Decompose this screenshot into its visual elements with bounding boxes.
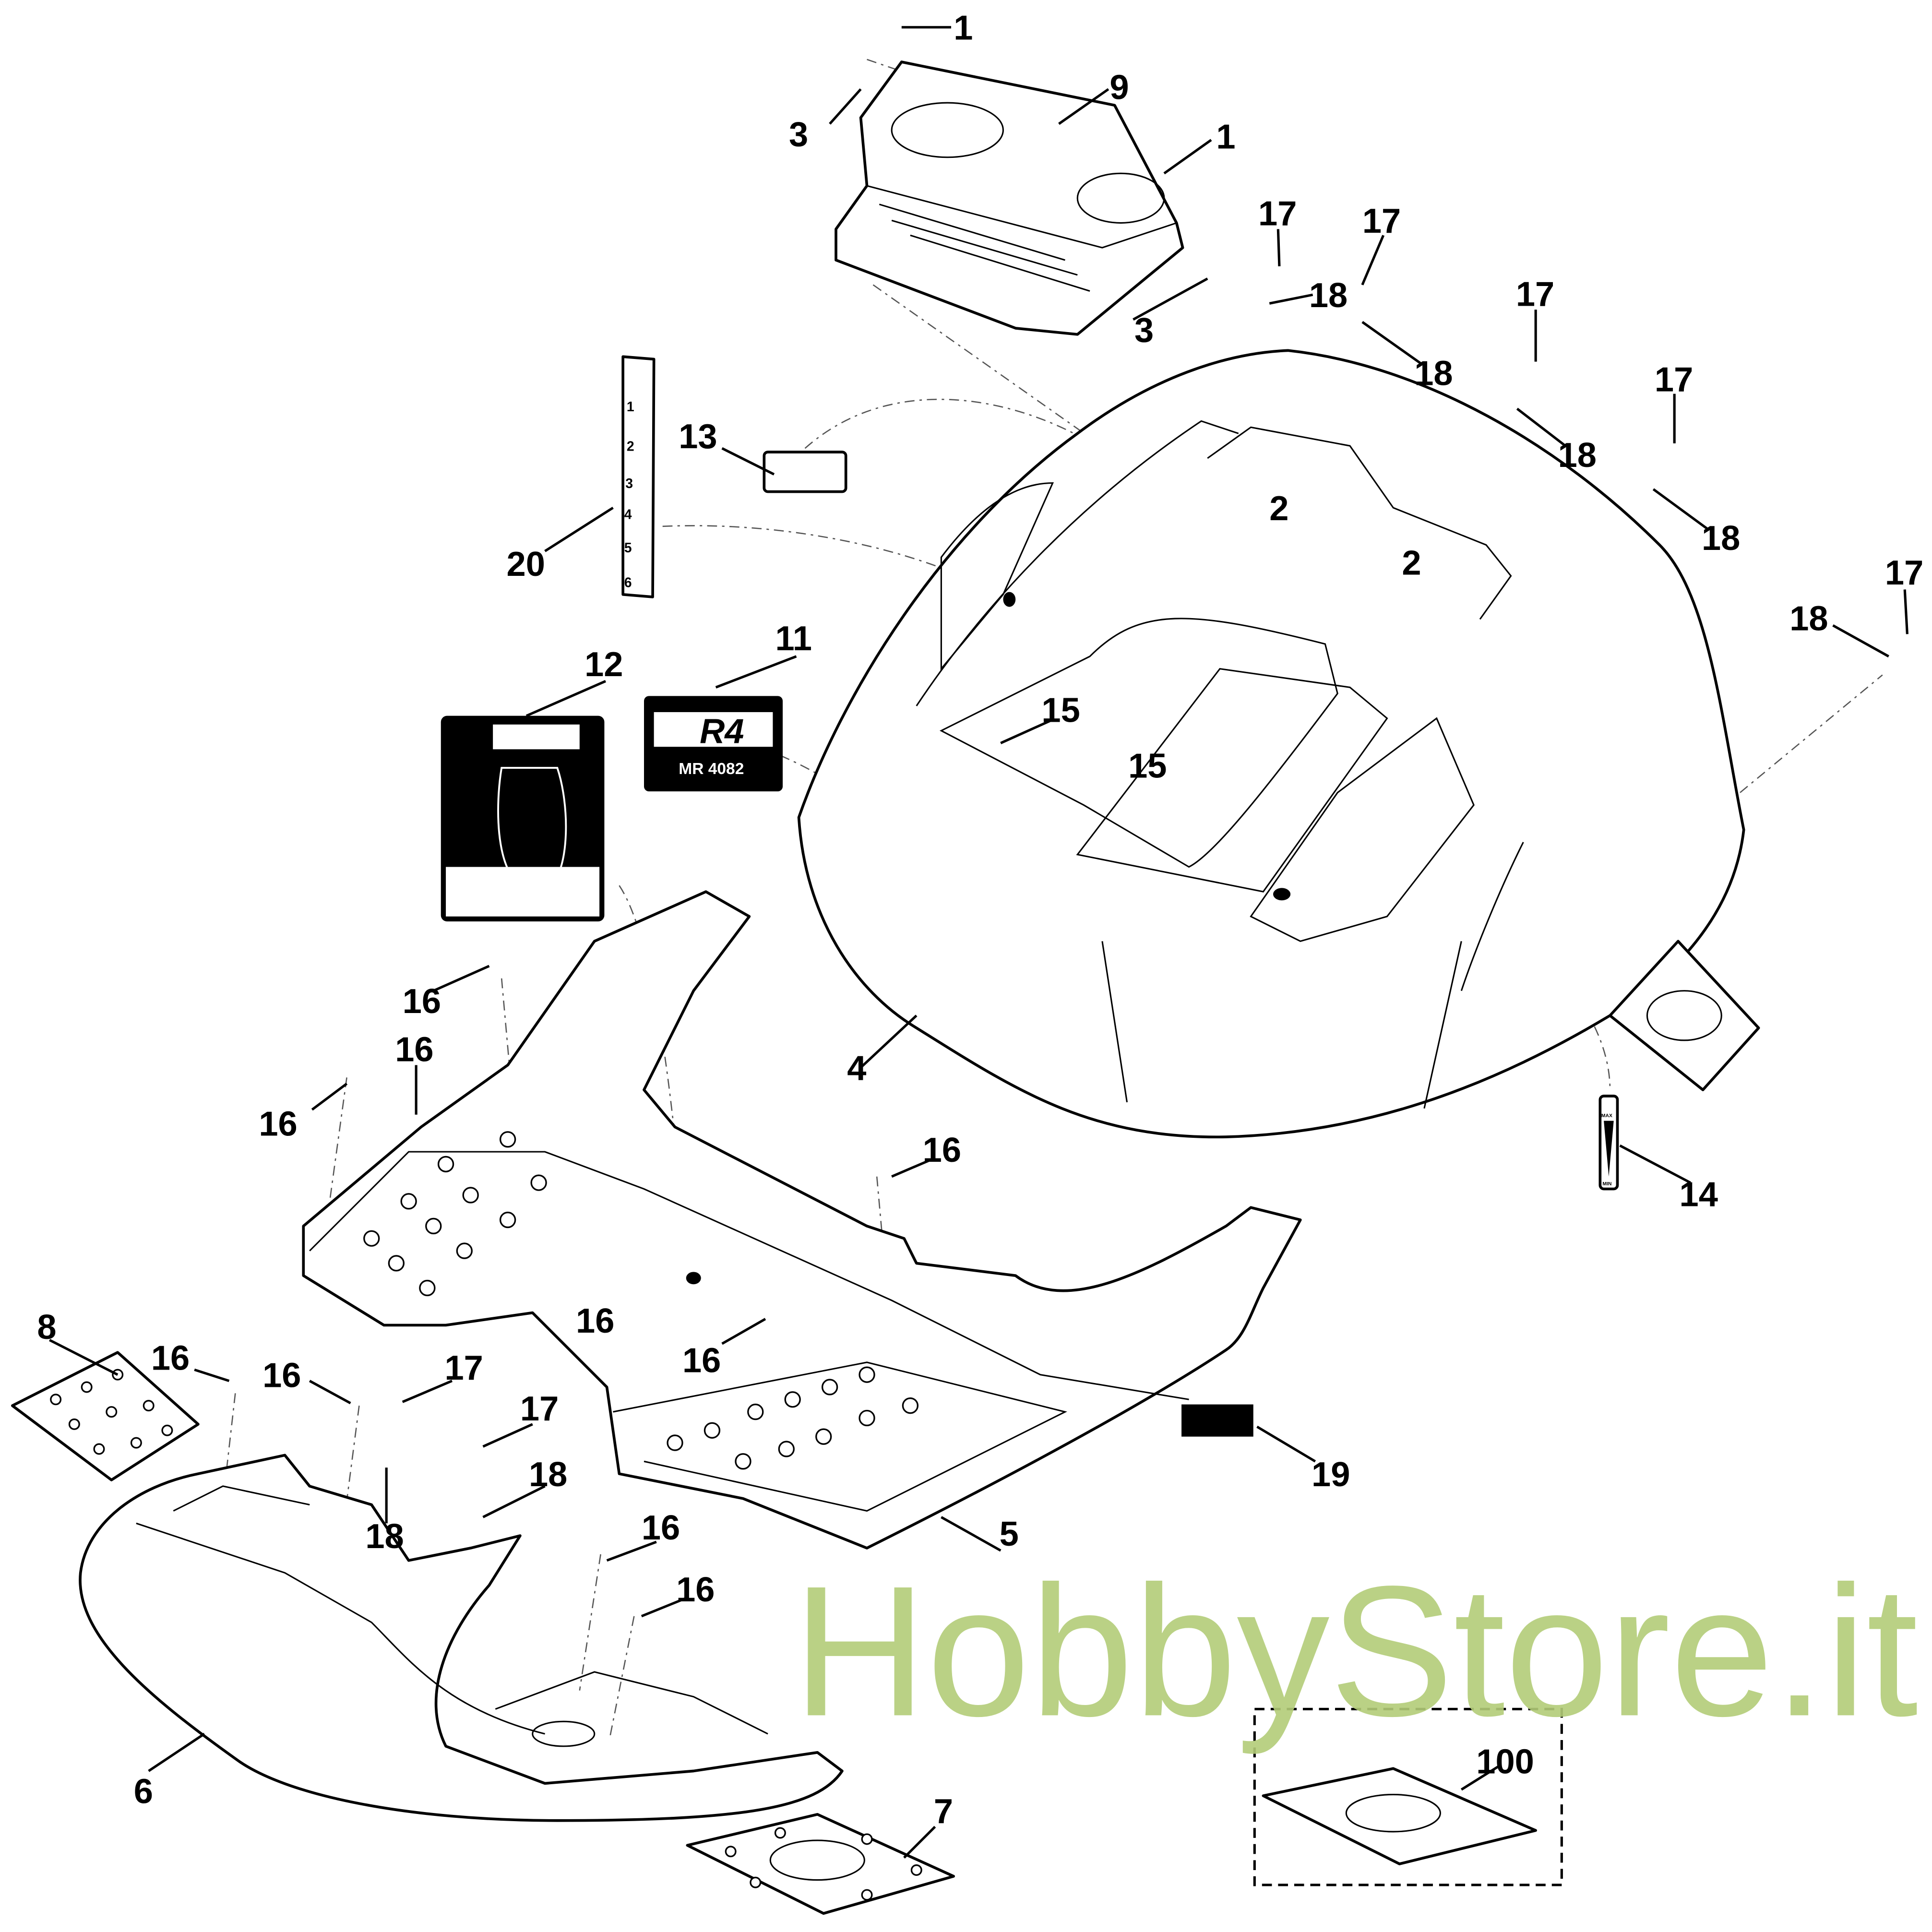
decal-20-step: 1 [627, 399, 634, 415]
callout: 19 [1312, 1455, 1350, 1494]
callout: 18 [1789, 600, 1828, 638]
callout: 2 [1269, 489, 1288, 528]
callout: 1 [1216, 118, 1235, 156]
fuel-cap-part[interactable] [1609, 940, 1760, 1091]
callout: 17 [520, 1390, 559, 1428]
callout: 16 [403, 982, 441, 1021]
callout: 16 [262, 1356, 301, 1395]
callout: 18 [1558, 436, 1597, 475]
callout: 17 [444, 1349, 483, 1387]
callout: 20 [507, 545, 545, 584]
part-12-decal [441, 716, 605, 922]
watermark: HobbyStore.it [793, 1548, 1919, 1756]
callout: 5 [1000, 1515, 1019, 1553]
part-8-plate[interactable] [11, 1351, 200, 1481]
decal-14-max: MAX [1601, 1113, 1612, 1119]
decal-11-model: MR 4082 [679, 760, 744, 778]
callout: 16 [642, 1509, 680, 1547]
decal-20-step: 4 [624, 507, 632, 522]
callout: 3 [789, 116, 808, 154]
decal-20-step: 3 [625, 476, 633, 491]
callout: 16 [576, 1302, 614, 1340]
callout: 16 [682, 1341, 721, 1380]
callout: 13 [679, 417, 717, 456]
decal-20-step: 5 [624, 540, 632, 556]
callout: 15 [1128, 747, 1167, 786]
part-13-decal [763, 451, 847, 493]
part-7-plate[interactable] [686, 1813, 955, 1915]
callout-labels: 1 3 9 1 3 17 17 18 18 17 18 17 18 17 18 … [37, 9, 1923, 1831]
decal-20-step: 2 [627, 439, 634, 454]
part-4-hood[interactable] [797, 349, 1745, 1139]
callout: 16 [676, 1571, 715, 1609]
callout: 18 [529, 1455, 567, 1494]
decal-20-step: 6 [624, 575, 632, 590]
callout: 16 [151, 1339, 190, 1377]
callout: 18 [1702, 519, 1740, 558]
callout: 16 [259, 1105, 297, 1144]
callout: 16 [923, 1131, 961, 1169]
callout: 4 [847, 1049, 866, 1087]
callout: 17 [1655, 361, 1693, 399]
floor-holes [363, 1131, 919, 1470]
leader-lines [49, 26, 1908, 1859]
callout: 18 [1414, 355, 1453, 393]
callout: 17 [1516, 275, 1554, 313]
part-6-rear-fender[interactable] [79, 1454, 844, 1822]
callout: 15 [1041, 692, 1080, 730]
callout: 17 [1362, 202, 1401, 240]
decal-14-min: MIN [1603, 1181, 1612, 1187]
part-19-tag [1181, 1404, 1253, 1437]
callout: 2 [1402, 544, 1421, 582]
part-9-console[interactable] [835, 60, 1184, 336]
callout: 17 [1258, 195, 1297, 233]
callout: 17 [1885, 554, 1923, 592]
callout: 3 [1134, 311, 1154, 349]
callout: 12 [584, 645, 623, 684]
callout: 11 [775, 620, 812, 658]
part-5-floor[interactable] [302, 890, 1302, 1550]
decal-11-logo: R4 [700, 712, 744, 751]
part-20-decal: 1 2 3 4 5 6 [621, 355, 656, 598]
part-100-kit[interactable] [1253, 1707, 1563, 1886]
callout: 18 [1309, 276, 1348, 315]
callout: 6 [134, 1773, 153, 1811]
callout: 18 [365, 1517, 404, 1556]
part-14-decal: MAX MIN [1598, 1095, 1619, 1191]
part-11-decal: R4 MR 4082 [644, 696, 783, 792]
callout: 9 [1109, 68, 1129, 107]
callout: 14 [1680, 1176, 1718, 1214]
callout: 8 [37, 1308, 56, 1347]
callout: 16 [395, 1031, 433, 1069]
callout: 1 [954, 9, 973, 48]
callout: 100 [1476, 1743, 1534, 1781]
callout: 7 [934, 1792, 953, 1831]
